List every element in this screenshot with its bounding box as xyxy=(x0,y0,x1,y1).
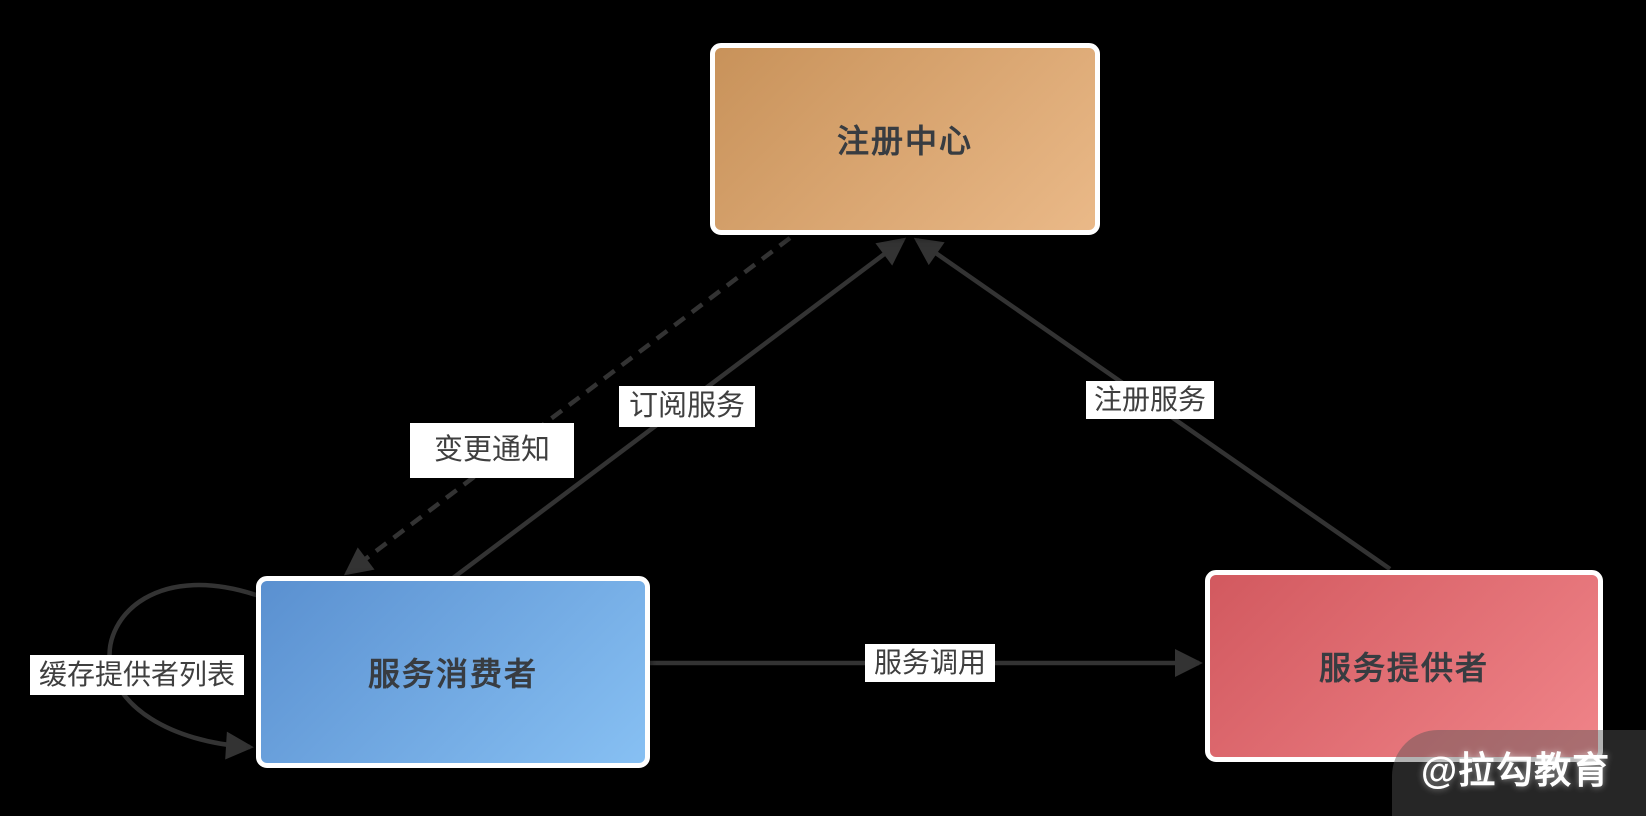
edge-label-invoke: 服务调用 xyxy=(865,644,996,682)
node-registry-label: 注册中心 xyxy=(836,123,973,159)
node-consumer-label: 服务消费者 xyxy=(367,656,538,692)
edge-label-register: 注册服务 xyxy=(1086,381,1215,419)
edge-notify-line xyxy=(343,236,792,576)
watermark: @拉勾教育 xyxy=(1421,750,1611,791)
edge-label-notify: 变更通知 xyxy=(410,423,575,478)
node-provider-label: 服务提供者 xyxy=(1318,650,1489,686)
watermark-background xyxy=(1392,730,1646,816)
node-registry: 注册中心 xyxy=(710,43,1100,235)
node-consumer: 服务消费者 xyxy=(256,576,650,768)
node-provider: 服务提供者 xyxy=(1205,570,1603,762)
edge-label-cache: 缓存提供者列表 xyxy=(30,655,245,695)
edge-label-subscribe: 订阅服务 xyxy=(619,386,756,427)
